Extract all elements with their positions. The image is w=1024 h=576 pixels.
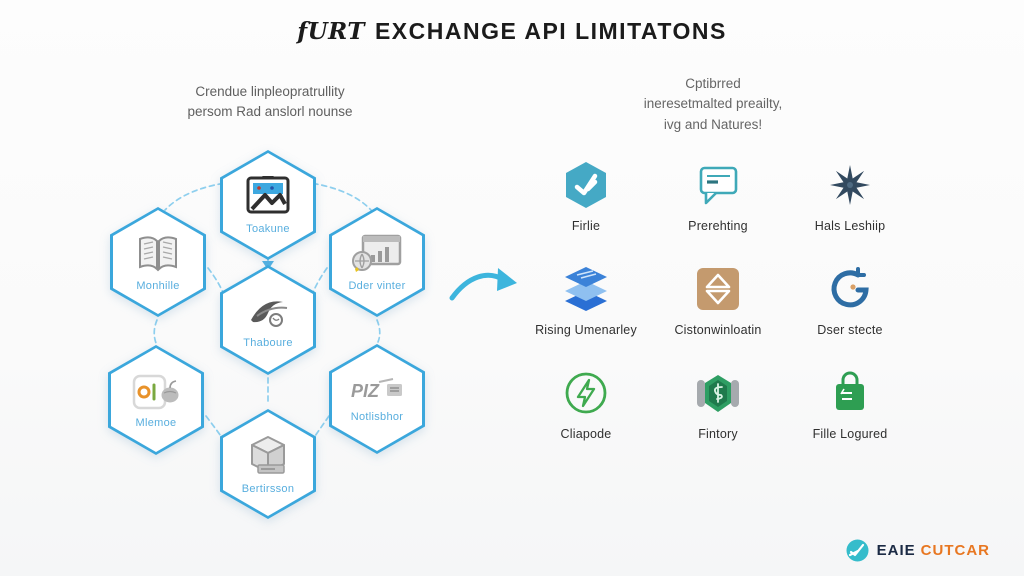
left-caption-line2: persom Rad anslorl nounse	[187, 104, 353, 120]
hexagon-notlisbhor: PIZ Notlisbhor	[329, 344, 425, 454]
right-caption-line2: ineresetmalted preailty,	[643, 96, 783, 112]
svg-text:PIZ: PIZ	[351, 381, 380, 401]
feature-label: Cliapode	[560, 427, 612, 441]
shopping-bag-icon	[836, 371, 864, 410]
feature-fintory: Fintory	[652, 360, 784, 464]
monitor-frame-icon	[246, 175, 290, 213]
feature-label: Cistonwinloatin	[674, 323, 762, 337]
feature-fille-logured: Fille Logured	[784, 360, 916, 464]
feature-label: Fille Logured	[812, 427, 888, 441]
eight-point-star-icon	[830, 165, 870, 205]
hexagon-dder-vinter: Dder vinter	[329, 207, 425, 317]
right-caption-line1: Cptibrred	[685, 76, 741, 91]
feature-label: Firlie	[571, 219, 601, 233]
left-caption: Crendue linpleopratrullity persom Rad an…	[120, 82, 420, 123]
left-caption-line1: Crendue linpleopratrullity	[195, 84, 345, 99]
hexagon-label-thaboure: Thaboure	[243, 336, 293, 349]
feature-dser-stecte: Dser stecte	[784, 256, 916, 360]
right-caption: Cptibrred ineresetmalted preailty, ivg a…	[588, 74, 838, 135]
page-title: fURT EXCHANGE API LIMITATONS	[0, 18, 1024, 45]
feature-label: Rising Umenarley	[535, 323, 637, 337]
feature-label: Prerehting	[688, 219, 748, 233]
lightning-circle-icon	[565, 372, 607, 414]
stacked-layers-icon	[565, 267, 607, 311]
hexagon-monhille: Monhille	[110, 207, 206, 317]
cube-icon	[251, 435, 285, 474]
logo-text-secondary: CUTCAR	[920, 542, 990, 559]
app-window-mouse-icon	[132, 374, 179, 409]
feature-label: Dser stecte	[817, 323, 883, 337]
title-rest: EXCHANGE API LIMITATONS	[374, 18, 727, 44]
right-caption-line3: ivg and Natures!	[663, 116, 763, 132]
swoosh-icon	[251, 300, 288, 327]
hexagon-bertirsson: Bertirsson	[220, 409, 316, 519]
hexagon-thaboure: Thaboure	[220, 265, 316, 375]
check-circle-logo-icon	[846, 539, 869, 562]
feature-label: Fintory	[698, 427, 738, 441]
feature-cistonwinloatin: Cistonwinloatin	[652, 256, 784, 360]
hexagon-label-dder-vinter: Dder vinter	[348, 279, 406, 292]
sort-arrows-icon	[697, 268, 739, 310]
feature-prerehting: Prerehting	[652, 152, 784, 256]
feature-rising-umenarley: Rising Umenarley	[520, 256, 652, 360]
open-book-icon	[139, 235, 177, 271]
feature-cliapode: Cliapode	[520, 360, 652, 464]
wordmark-icon: PIZ	[351, 377, 402, 401]
chart-monitor-globe-icon	[352, 234, 402, 272]
hexagon-label-notlisbhor: Notlisbhor	[350, 410, 404, 423]
check-hexagon-icon	[566, 162, 606, 208]
feature-hals-leshiip: Hals Leshiip	[784, 152, 916, 256]
shield-hexagon-icon	[697, 375, 739, 412]
hexagon-label-bertirsson: Bertirsson	[241, 482, 295, 495]
feature-firlie: Firlie	[520, 152, 652, 256]
hexagon-label-mlemoe: Mlemoe	[135, 416, 177, 429]
title-prefix: fURT	[297, 18, 365, 45]
hexagon-mlemoe: Mlemoe	[108, 345, 204, 455]
logo-text-primary: EAIE	[876, 542, 916, 559]
feature-label: Hals Leshiip	[814, 219, 886, 233]
refresh-g-icon	[831, 267, 869, 308]
hexagon-label-toakune: Toakune	[246, 222, 290, 235]
speech-bubble-icon	[699, 166, 738, 205]
hexagon-label-monhille: Monhille	[136, 279, 180, 292]
feature-grid: Firlie Prerehting Hals Leshiip	[520, 152, 916, 464]
flow-arrow-icon	[449, 268, 517, 301]
hexagon-toakune: Toakune	[220, 150, 316, 260]
